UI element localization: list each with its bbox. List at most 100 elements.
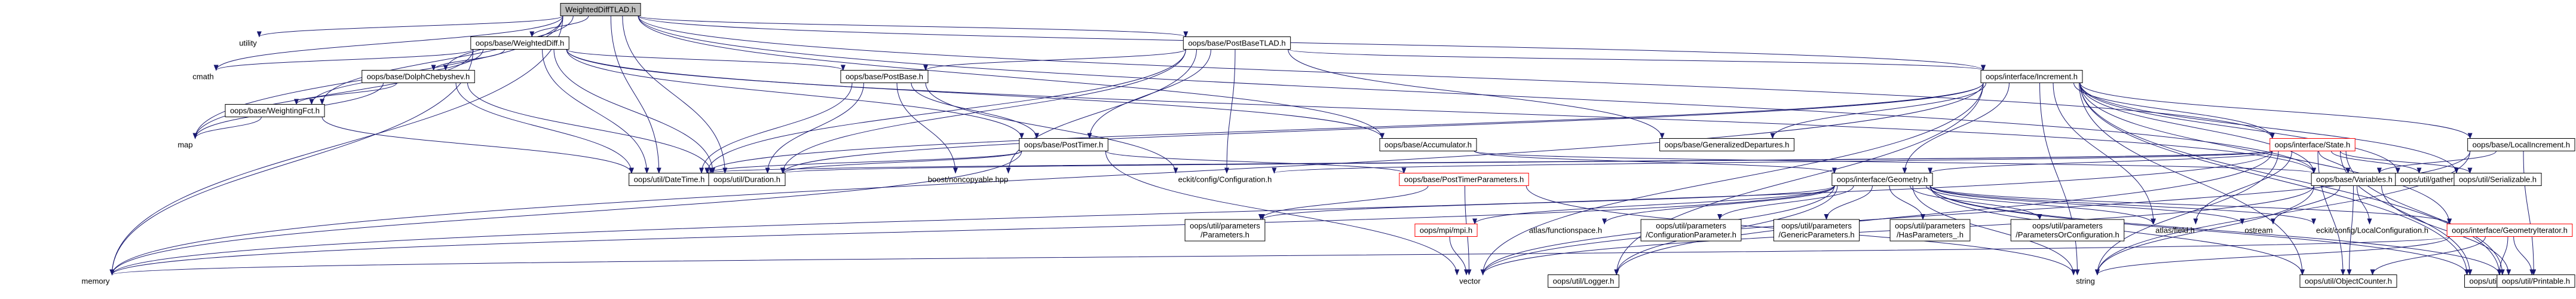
node-postbase[interactable]: oops/base/PostBase.h: [840, 70, 929, 83]
edge-increment-to-vector: [1480, 83, 1984, 276]
node-hasparams[interactable]: oops/util/parameters/HasParameters_.h: [1889, 219, 1971, 242]
edge-pbtlad-to-eckitconf: [1224, 49, 1236, 174]
node-serializable[interactable]: oops/util/Serializable.h: [2454, 173, 2542, 186]
edge-increment-to-gendep: [1770, 83, 1986, 139]
node-gendep[interactable]: oops/base/GeneralizedDepartures.h: [1659, 138, 1794, 151]
edge-increment-to-atlasfield: [2053, 83, 2156, 225]
edge-increment-to-string: [2039, 83, 2080, 276]
node-box: [225, 104, 325, 117]
node-box: [2497, 274, 2575, 288]
edge-increment-to-geomiter: [2079, 83, 2452, 225]
edge-dolph-to-datetime: [455, 83, 634, 174]
edge-ptparams-to-utilparams: [1258, 185, 1429, 220]
node-variables[interactable]: oops/base/Variables.h: [2311, 173, 2398, 186]
edge-localinc-to-variables: [2376, 151, 2497, 174]
node-geometry[interactable]: oops/interface/Geometry.h: [1831, 173, 1933, 186]
node-localinc[interactable]: oops/base/LocalIncrement.h: [2467, 138, 2575, 151]
node-printable[interactable]: oops/util/Printable.h: [2497, 274, 2575, 288]
edge-state-to-memory: [109, 151, 2273, 276]
node-box: [470, 36, 569, 50]
node-label: oops/util/Duration.h: [713, 175, 780, 184]
edge-geometry-to-atlasfield: [1926, 185, 2156, 225]
node-label: vector: [1459, 276, 1481, 285]
node-datetime[interactable]: oops/util/DateTime.h: [629, 173, 710, 186]
node-label: oops/util/Serializable.h: [2459, 175, 2537, 184]
node-box: [1183, 36, 1291, 50]
edge-geometry-to-confparam: [1717, 185, 1854, 220]
edge-increment-to-logger: [1614, 83, 1984, 276]
node-state[interactable]: oops/interface/State.h: [2269, 138, 2356, 151]
node-mpih[interactable]: oops/mpi/mpi.h: [1414, 224, 1478, 237]
node-root[interactable]: WeightedDiffTLAD.h: [560, 3, 641, 16]
edge-geometry-to-timer: [1929, 185, 2470, 276]
edge-state-to-gatherprint: [2331, 151, 2422, 174]
edge-wdiff-to-posttimer: [566, 49, 1024, 139]
edge-geometry-to-atlasfs: [1602, 185, 1835, 225]
node-label: oops/base/PostBaseTLAD.h: [1188, 38, 1285, 47]
node-wdiff[interactable]: oops/base/WeightedDiff.h: [470, 36, 569, 50]
edge-variables-to-objcounter: [2347, 185, 2354, 276]
node-ptparams[interactable]: oops/base/PostTimerParameters.h: [1399, 173, 1529, 186]
edge-pbtlad-to-datetime: [705, 49, 1186, 174]
node-label: oops/interface/State.h: [2275, 140, 2350, 149]
node-label: oops/base/Accumulator.h: [1385, 140, 1472, 149]
node-posttimer[interactable]: oops/base/PostTimer.h: [1019, 138, 1108, 151]
node-objcounter[interactable]: oops/util/ObjectCounter.h: [2299, 274, 2397, 288]
edge-increment-to-localinc: [2079, 83, 2473, 139]
edge-postbase-to-datetime: [699, 83, 853, 174]
node-dolph[interactable]: oops/base/DolphChebyshev.h: [362, 70, 475, 83]
edge-wdiff-to-cmath: [213, 49, 474, 71]
edge-geometry-to-mpih: [1472, 185, 1835, 225]
node-increment[interactable]: oops/interface/Increment.h: [1980, 70, 2083, 83]
edge-wdiff-to-accum: [566, 49, 1385, 139]
edge-geometry-to-hasparams: [1889, 185, 1925, 220]
node-string: string: [2076, 276, 2095, 285]
node-paramsorconf[interactable]: oops/util/parameters/ParametersOrConfigu…: [2010, 219, 2125, 242]
edge-posttimer-to-vector: [1105, 151, 1460, 276]
node-label: string: [2076, 276, 2095, 285]
node-eckitconf: eckit/config/Configuration.h: [1178, 175, 1272, 184]
node-label: memory: [82, 276, 110, 285]
edge-postbase-to-eckitconf: [925, 83, 1178, 174]
edge-state-to-serializable: [2340, 151, 2473, 174]
node-label: /HasParameters_.h: [1897, 230, 1964, 239]
edge-increment-to-gatherprint: [2079, 83, 2400, 174]
node-utilparams[interactable]: oops/util/parameters/Parameters.h: [1184, 219, 1266, 242]
node-genparams[interactable]: oops/util/parameters/GenericParameters.h: [1773, 219, 1860, 242]
node-box: [1379, 138, 1477, 151]
node-confparam[interactable]: oops/util/parameters/ConfigurationParame…: [1640, 219, 1742, 242]
node-duration[interactable]: oops/util/Duration.h: [708, 173, 786, 186]
edge-geomiter-to-printable: [2513, 236, 2535, 276]
node-pbtlad[interactable]: oops/base/PostBaseTLAD.h: [1183, 36, 1291, 50]
edge-posttimer-to-ptparams: [1105, 151, 1407, 174]
node-box: [2467, 138, 2575, 151]
node-box: [362, 70, 475, 83]
node-label: oops/base/PostBase.h: [846, 72, 923, 81]
edge-geometry-to-genparams: [1824, 185, 1873, 220]
node-box: [2010, 219, 2125, 242]
edge-root-to-utility: [257, 16, 563, 38]
node-box: [708, 173, 786, 186]
edge-increment-to-timer: [2079, 83, 2470, 276]
node-label: oops/base/LocalIncrement.h: [2473, 140, 2570, 149]
node-label: atlas/functionspace.h: [1529, 225, 1602, 234]
node-atlasfield: atlas/field.h: [2155, 225, 2195, 234]
node-geomiter[interactable]: oops/interface/GeometryIterator.h: [2446, 224, 2573, 237]
edge-increment-to-printable: [2079, 83, 2502, 276]
edge-state-to-timer: [2340, 151, 2473, 276]
edge-geometry-to-utilparams: [1260, 185, 1835, 220]
edge-geometry-to-ostream: [1929, 185, 2245, 225]
node-memory: memory: [82, 276, 110, 285]
node-box: [1640, 219, 1742, 242]
node-logger[interactable]: oops/util/Logger.h: [1548, 274, 1619, 288]
node-accum[interactable]: oops/base/Accumulator.h: [1379, 138, 1477, 151]
node-label: ostream: [2245, 225, 2273, 234]
edge-root-to-pbtlad: [638, 16, 1188, 38]
edge-pbtlad-to-postbase: [923, 49, 1186, 71]
node-box: [560, 3, 641, 16]
edge-increment-to-duration: [780, 83, 1984, 174]
edge-dolph-to-duration: [467, 83, 713, 174]
node-label: oops/mpi/mpi.h: [1420, 225, 1472, 234]
node-label: oops/util/Printable.h: [2502, 276, 2570, 285]
node-weightfct[interactable]: oops/base/WeightingFct.h: [225, 104, 325, 117]
